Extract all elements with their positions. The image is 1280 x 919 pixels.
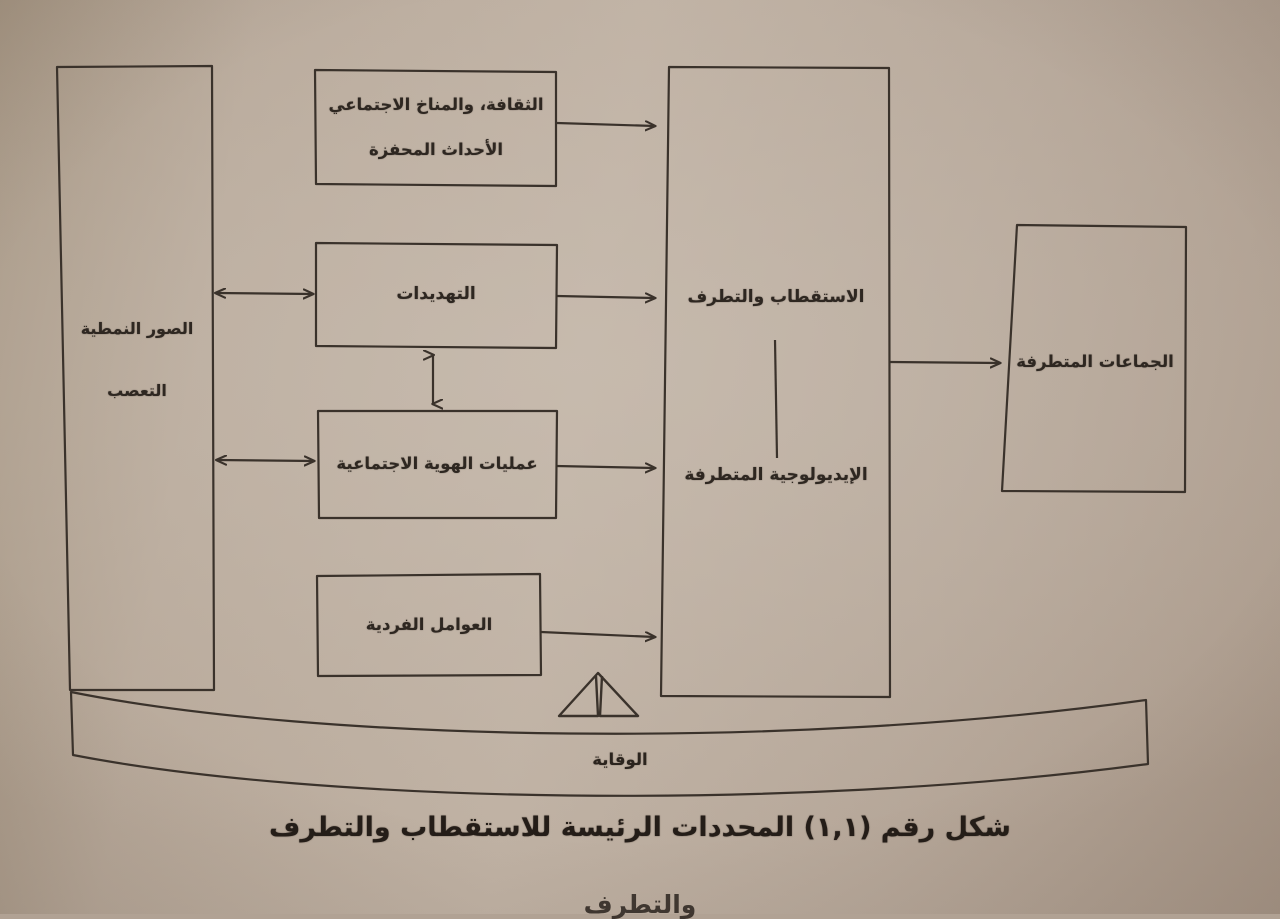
box-culture-outline	[313, 68, 558, 188]
arrow-threats-to-polarization	[556, 296, 655, 298]
box-stereotypes-label: الصور النمطية التعصب	[62, 300, 212, 420]
link-polarization-ideology	[773, 339, 779, 459]
culture-line2: الأحداث المحفزة	[368, 140, 504, 159]
page-tail-text-value: والتطرف	[583, 890, 697, 919]
threats-line1: التهديدات	[396, 284, 476, 305]
prevention-banner-label: الوقاية	[560, 750, 680, 769]
prevention-banner-outline	[69, 690, 1150, 797]
social-identity-line1: عمليات الهوية الاجتماعية	[336, 453, 538, 473]
box-extremist-ideology-label: الإيديولوجية المتطرفة	[663, 450, 889, 502]
box-extremist-groups-label: الجماعات المتطرفة	[1005, 336, 1185, 388]
arrow-polarization-to-groups	[889, 362, 1000, 363]
box-polarization-label: الاستقطاب والتطرف	[663, 272, 889, 324]
arrow-stereotypes-threats	[216, 293, 313, 294]
polarization-line1: الاستقطاب والتطرف	[687, 287, 865, 308]
page-tail-text: والتطرف	[0, 890, 1280, 919]
box-polarization-outline	[659, 65, 892, 699]
stereotypes-line2: التعصب	[107, 381, 167, 400]
box-stereotypes-outline	[55, 64, 216, 692]
arrow-culture-to-polarization	[556, 123, 655, 126]
box-individual-factors-outline	[315, 572, 543, 678]
box-individual-factors-label: العوامل الفردية	[317, 575, 541, 675]
arrow-individual-to-polarization	[540, 630, 655, 637]
culture-line1: الثقافة، والمناخ الاجتماعي	[328, 95, 544, 115]
arrow-stereotypes-social-identity	[217, 460, 314, 461]
box-social-identity-outline	[316, 409, 559, 520]
arrow-social-identity-to-polarization	[555, 466, 655, 468]
box-threats-outline	[314, 241, 559, 350]
prevention-label-text: الوقاية	[592, 750, 648, 769]
box-culture-label: الثقافة، والمناخ الاجتماعي الأحداث المحف…	[316, 72, 556, 184]
individual-factors-line1: العوامل الفردية	[365, 614, 493, 634]
figure-caption-text: شكل رقم (١,١) المحددات الرئيسة للاستقطاب…	[269, 812, 1011, 843]
box-extremist-groups-outline	[1000, 223, 1188, 494]
figure-caption: شكل رقم (١,١) المحددات الرئيسة للاستقطاب…	[0, 812, 1280, 843]
stereotypes-line1: الصور النمطية	[80, 319, 194, 338]
extremist-groups-line1: الجماعات المتطرفة	[1016, 351, 1174, 371]
extremist-ideology-line1: الإيديولوجية المتطرفة	[684, 465, 868, 486]
box-threats-label: التهديدات	[316, 244, 556, 346]
box-social-identity-label: عمليات الهوية الاجتماعية	[318, 411, 556, 517]
prevention-big-arrow	[557, 671, 640, 718]
